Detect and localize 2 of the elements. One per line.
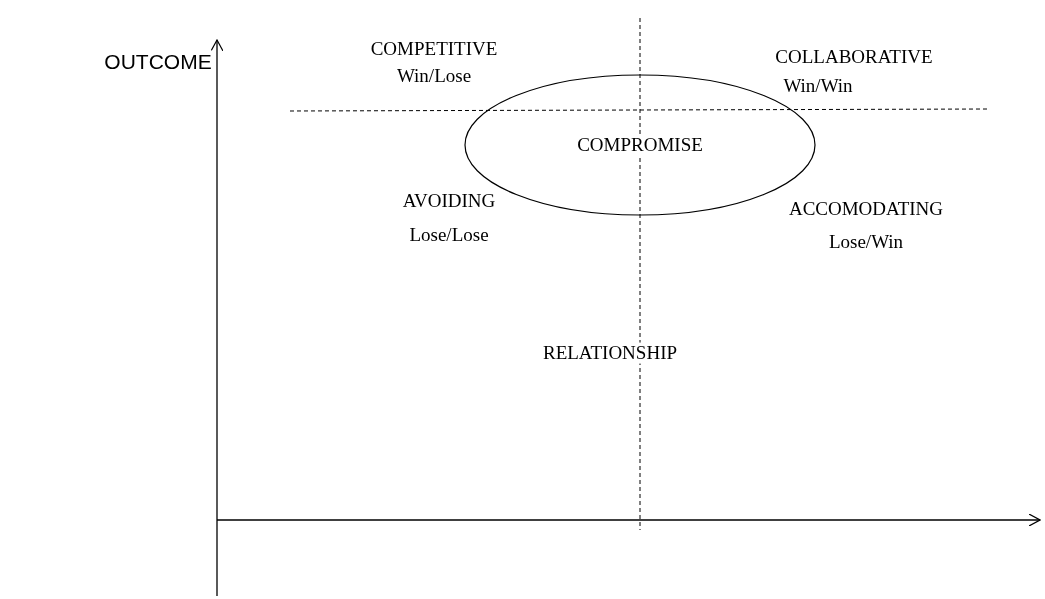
axis-title: RELATIONSHIP — [541, 342, 679, 364]
ellipse-label: COMPROMISE — [576, 134, 704, 156]
